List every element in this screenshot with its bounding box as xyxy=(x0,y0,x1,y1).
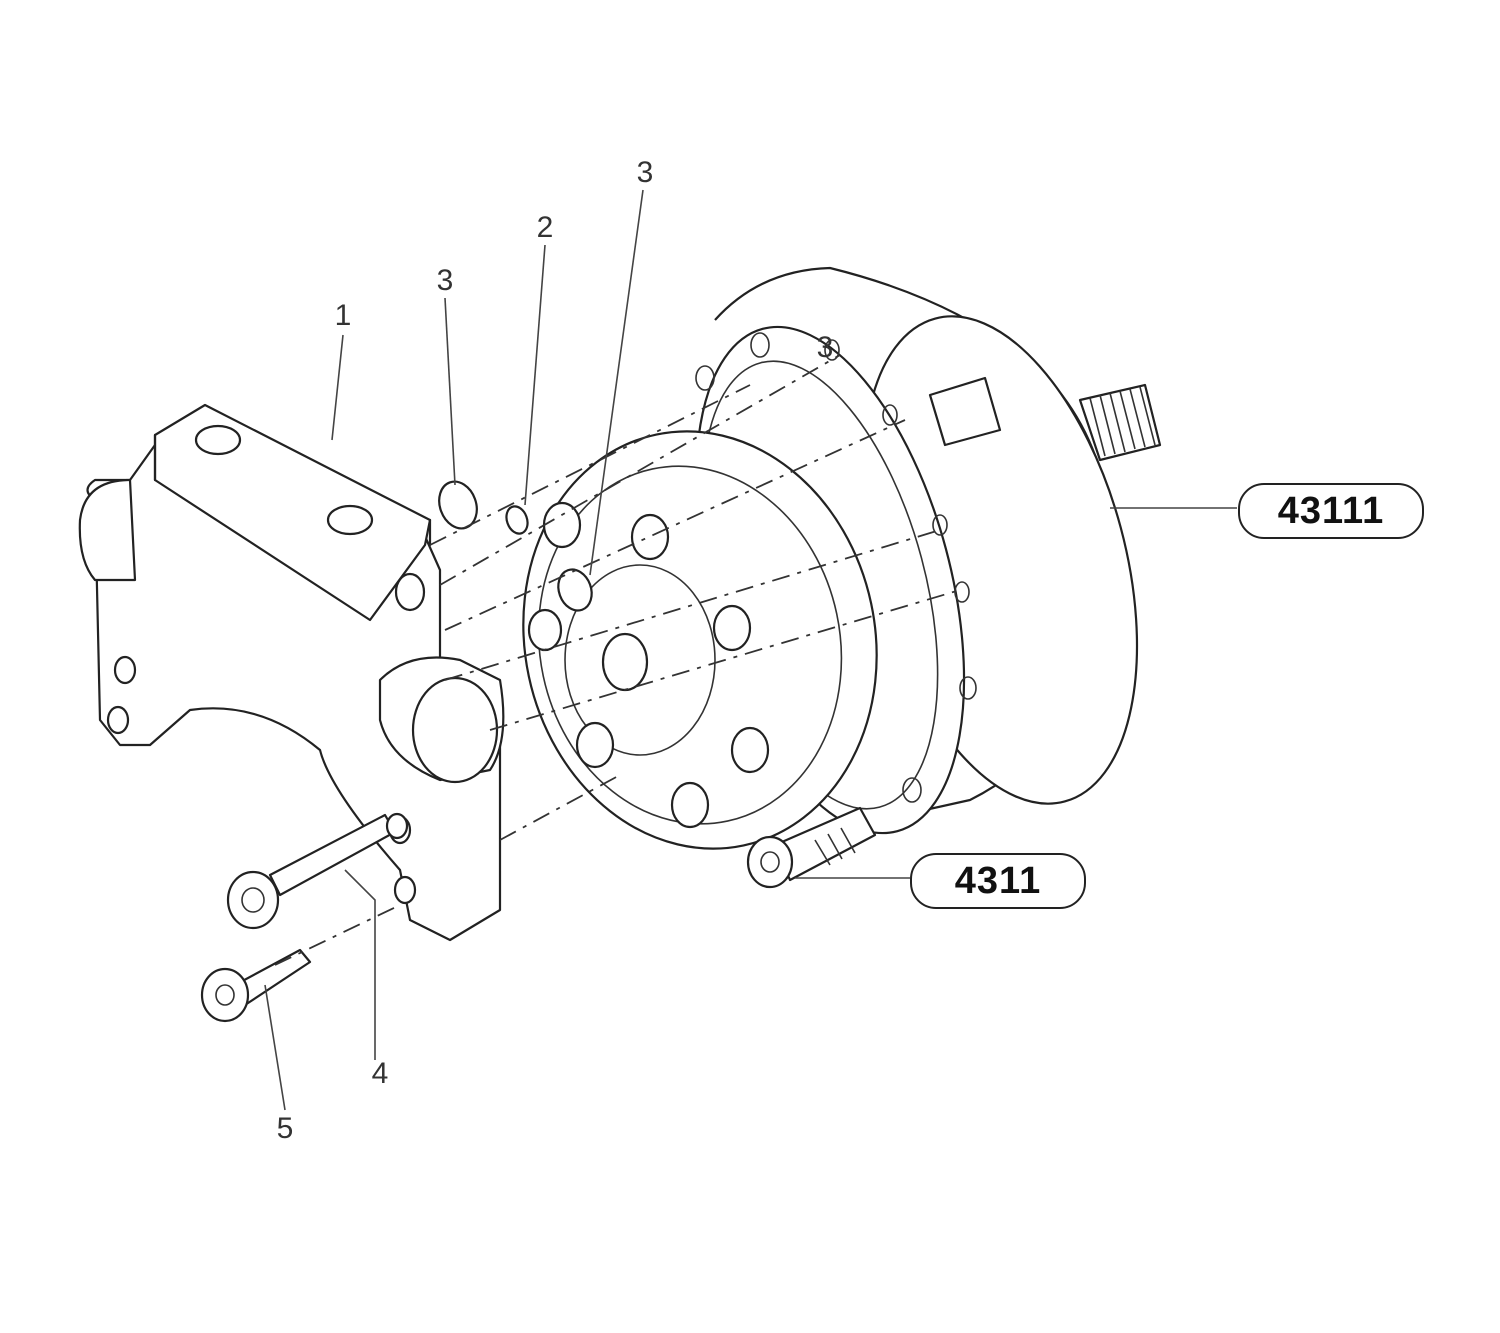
reference-43111[interactable]: 43111 xyxy=(1238,483,1424,539)
reference-4311[interactable]: 4311 xyxy=(910,853,1086,909)
hydraulic-motor xyxy=(522,266,1162,850)
mounting-bracket xyxy=(78,403,505,942)
callout-3-left: 3 xyxy=(437,264,454,297)
callout-2: 2 xyxy=(537,211,554,244)
screw-5 xyxy=(200,948,312,1023)
callout-5: 5 xyxy=(277,1112,294,1145)
callout-3-rim: 3 xyxy=(817,331,834,364)
callout-4: 4 xyxy=(372,1057,389,1090)
screw-4 xyxy=(226,812,409,930)
o-rings xyxy=(438,480,593,612)
assembly-lines xyxy=(274,354,961,966)
callout-3-right: 3 xyxy=(637,156,654,189)
screw-4311 xyxy=(746,806,877,889)
callout-1: 1 xyxy=(335,299,352,332)
output-shaft xyxy=(1078,383,1162,462)
leader-lines xyxy=(264,189,1237,1111)
